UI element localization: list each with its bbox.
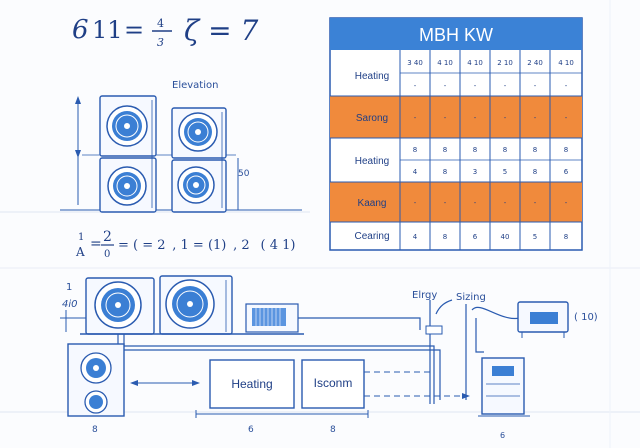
second-box-label: Isconm (314, 376, 353, 390)
table-cell: - (565, 114, 568, 122)
bottom-dim: 6 (500, 431, 505, 440)
second-box (301, 359, 365, 409)
bottom-dim: 8 (92, 425, 98, 435)
table-cell: 8 (564, 233, 568, 241)
table-cell: - (414, 82, 417, 90)
table-cell: 4 10 (467, 59, 483, 67)
table-row-label: Kaang (358, 198, 387, 209)
arrow-left-icon (130, 380, 138, 386)
condenser-stack-right (171, 107, 227, 213)
arrow-up-icon (75, 96, 81, 104)
eq-mid-equals: = (90, 236, 102, 252)
table-cell: 8 (533, 168, 537, 176)
eq-top-rest: ζ = 7 (184, 14, 258, 47)
table-cell: - (444, 114, 447, 122)
table-cell: 8 (533, 146, 537, 154)
table-cell: - (474, 114, 477, 122)
eq-mid-frac-left-num: 1 (78, 232, 84, 243)
table-cell: - (534, 114, 537, 122)
table-cell: - (504, 199, 507, 207)
table-cell: 3 40 (407, 59, 423, 67)
outdoor-units (80, 275, 304, 335)
heating-box (209, 359, 295, 409)
arrow-right-icon (462, 393, 470, 399)
table-cell: 8 (443, 233, 447, 241)
table-cell: - (414, 199, 417, 207)
table-cell: 8 (443, 168, 447, 176)
table-cell: - (534, 82, 537, 90)
table-cell: - (474, 82, 477, 90)
eq-top-frac-den: 3 (157, 36, 164, 49)
eq-mid-frac-num: 2 (103, 229, 112, 245)
eq-top-equals: = (124, 16, 144, 44)
table-cell: 8 (443, 146, 447, 154)
table-cell: - (504, 82, 507, 90)
table-cell: - (474, 199, 477, 207)
sizing-label: Sizing (456, 292, 486, 303)
table-cell: 4 (413, 168, 418, 176)
table-cell: 2 10 (497, 59, 513, 67)
table-cell: 40 (501, 233, 510, 241)
table-cell: - (565, 199, 568, 207)
heating-box-label: Heating (231, 377, 272, 391)
table-cell: 4 10 (437, 59, 453, 67)
table-cell: - (444, 199, 447, 207)
table-cell: - (565, 82, 568, 90)
bottom-dim: 6 (248, 425, 254, 435)
arrow-right-icon (192, 380, 200, 386)
table-cell: - (444, 82, 447, 90)
table-header (330, 18, 582, 50)
table-cell: - (414, 114, 417, 122)
table-header-label: MBH KW (419, 25, 493, 45)
left-mark: 1 (66, 282, 72, 293)
right-tag: ( 10) (574, 312, 598, 323)
table-cell: 4 (413, 233, 418, 241)
eq-mid-frac-den: 0 (104, 249, 110, 260)
table-cell: 5 (503, 168, 507, 176)
pipe-fitting (425, 325, 443, 335)
indoor-unit-left (67, 343, 125, 417)
table-cell: 3 (473, 168, 477, 176)
table-cell: 8 (564, 146, 568, 154)
eq-top-frac-num: 4 (157, 17, 164, 30)
eq-top-a: 6 (72, 15, 89, 45)
table-row-label: Heating (355, 156, 389, 167)
left-mark: 4i0 (62, 299, 78, 310)
table-cell: 5 (533, 233, 537, 241)
table-cell: 8 (413, 146, 417, 154)
table-cell: 8 (473, 146, 477, 154)
condenser-stack-left (99, 95, 157, 213)
table-row-label: Cearing (354, 231, 389, 242)
table-cell: 6 (473, 233, 478, 241)
table-cell: 6 (564, 168, 569, 176)
table-cell: 8 (503, 146, 507, 154)
table-cell: - (534, 199, 537, 207)
bottom-dim: 8 (330, 425, 336, 435)
dim-right-label: 50 (238, 169, 250, 179)
energy-label: Elrgy (412, 290, 437, 301)
mbh-kw-table: MBH KW Heating Sarong Heating Kaang Cear… (329, 17, 583, 251)
eq-top-b: 11 (92, 16, 123, 44)
small-unit-right (517, 301, 569, 338)
eq-mid-frac-left-den: A (75, 245, 85, 259)
table-row-label: Sarong (356, 113, 388, 124)
table-cell: 4 10 (558, 59, 574, 67)
furnace-unit (478, 357, 530, 417)
piping (117, 299, 521, 404)
table-cell: 2 40 (527, 59, 543, 67)
table-cell: - (504, 114, 507, 122)
table-row-label: Heating (355, 71, 389, 82)
eq-mid-tail: = ( = 2 , 1 = (1) , 2 ( 4 1) (118, 238, 295, 253)
arrow-down-icon (75, 150, 81, 158)
elevation-label: Elevation (172, 80, 218, 91)
